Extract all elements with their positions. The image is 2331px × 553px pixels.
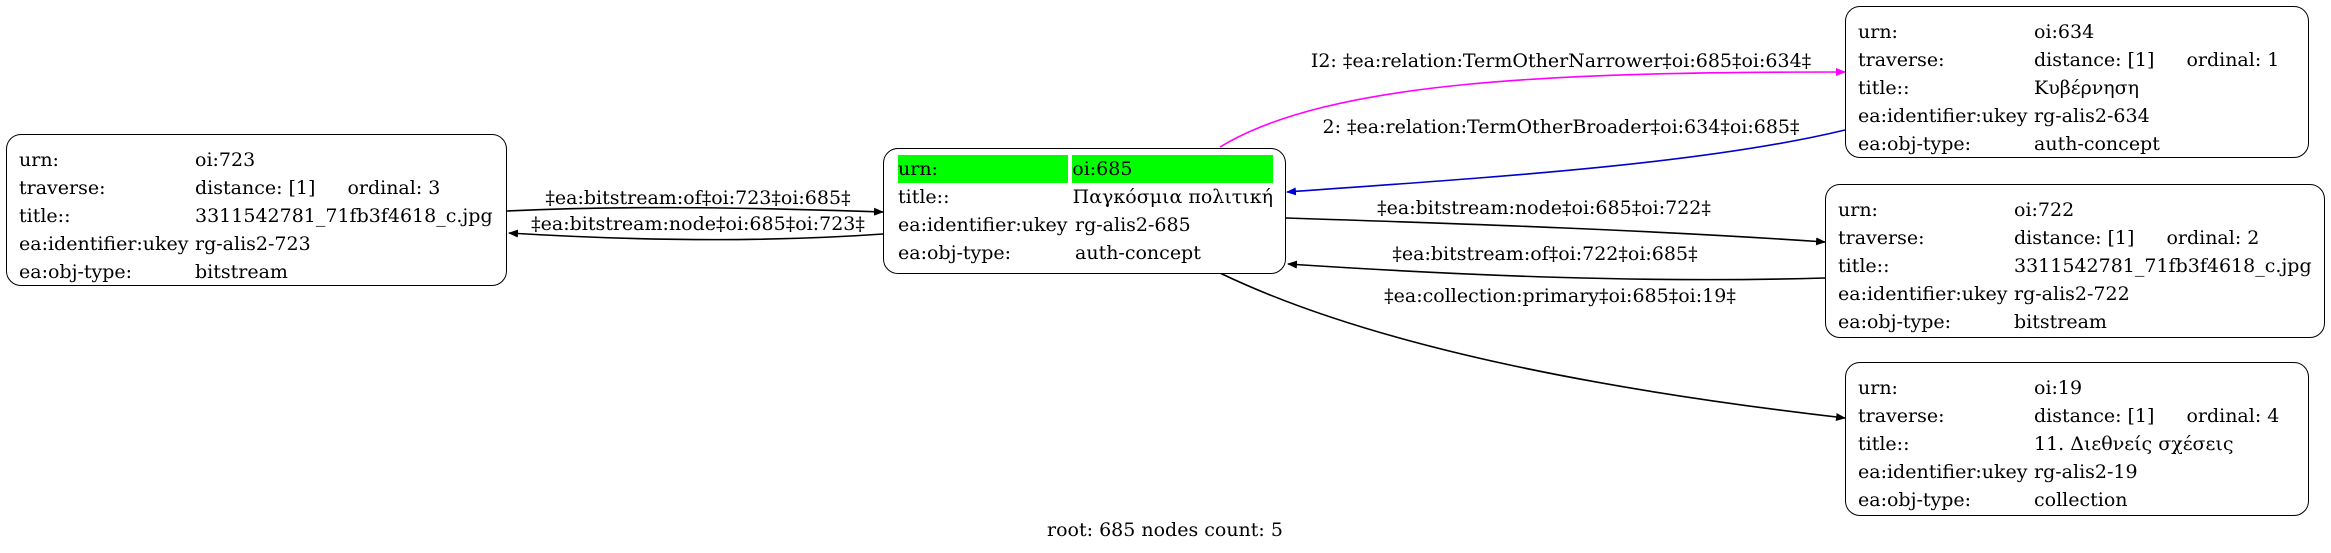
edge-label-node-685-722: ‡ea:bitstream:node‡oi:685‡oi:722‡ <box>1377 197 1711 219</box>
node-field-type: ea:obj-type:bitstream <box>19 261 288 283</box>
node-oi-723[interactable]: urn:oi:723 traverse:distance: [1]ordinal… <box>6 134 507 286</box>
node-field-urn: urn:oi:685 <box>898 155 1273 183</box>
node-field-title: title::3311542781_71fb3f4618_c.jpg <box>1838 255 2312 277</box>
edge-label-broader: 2: ‡ea:relation:TermOtherBroader‡oi:634‡… <box>1322 116 1800 138</box>
node-oi-685-root[interactable]: urn:oi:685 title::Παγκόσμια πολιτική ea:… <box>883 148 1286 274</box>
edge-node-685-723 <box>508 229 884 241</box>
node-field-title: title::3311542781_71fb3f4618_c.jpg <box>19 205 493 227</box>
node-field-title: title::Κυβέρνηση <box>1858 77 2140 99</box>
edge-label-of-722-685: ‡ea:bitstream:of‡oi:722‡oi:685‡ <box>1392 243 1698 265</box>
edge-of-722-685 <box>1287 260 1826 281</box>
graph-footer: root: 685 nodes count: 5 <box>1047 519 1283 541</box>
edge-node-685-722 <box>1285 217 1826 246</box>
node-field-urn: urn:oi:19 <box>1858 377 2083 399</box>
node-field-type: ea:obj-type:collection <box>1858 489 2128 511</box>
node-oi-634[interactable]: urn:oi:634 traverse:distance: [1]ordinal… <box>1845 6 2309 158</box>
ordinal-value: ordinal: 4 <box>2186 405 2280 427</box>
edge-broader-634-685 <box>1286 129 1846 196</box>
node-field-type: ea:obj-type:auth-concept <box>898 242 1201 264</box>
edge-narrower-685-634 <box>1219 68 1846 148</box>
edge-label-narrower: I2: ‡ea:relation:TermOtherNarrower‡oi:68… <box>1310 50 1812 72</box>
ordinal-value: ordinal: 2 <box>2166 227 2260 249</box>
ordinal-value: ordinal: 3 <box>347 177 441 199</box>
distance-value: distance: [1] <box>195 177 316 199</box>
edge-label-of-723-685: ‡ea:bitstream:of‡oi:723‡oi:685‡ <box>545 187 851 209</box>
node-oi-19[interactable]: urn:oi:19 traverse:distance: [1]ordinal:… <box>1845 362 2309 516</box>
node-field-urn: urn:oi:722 <box>1838 199 2075 221</box>
node-field-traverse: traverse:distance: [1]ordinal: 4 <box>1858 405 2280 427</box>
ordinal-value: ordinal: 1 <box>2186 49 2280 71</box>
node-field-traverse: traverse:distance: [1]ordinal: 2 <box>1838 227 2260 249</box>
node-field-title: title::11. Διεθνείς σχέσεις <box>1858 433 2234 455</box>
node-field-urn: urn:oi:634 <box>1858 21 2095 43</box>
edge-label-node-685-723: ‡ea:bitstream:node‡oi:685‡oi:723‡ <box>531 213 865 235</box>
edge-label-primary-685-19: ‡ea:collection:primary‡oi:685‡oi:19‡ <box>1384 285 1736 307</box>
node-field-traverse: traverse:distance: [1]ordinal: 1 <box>1858 49 2280 71</box>
distance-value: distance: [1] <box>2014 227 2135 249</box>
node-oi-722[interactable]: urn:oi:722 traverse:distance: [1]ordinal… <box>1825 184 2325 338</box>
node-field-type: ea:obj-type:bitstream <box>1838 311 2107 333</box>
node-field-type: ea:obj-type:auth-concept <box>1858 133 2160 155</box>
distance-value: distance: [1] <box>2034 405 2155 427</box>
edge-of-723-685 <box>506 206 884 216</box>
distance-value: distance: [1] <box>2034 49 2155 71</box>
node-field-title: title::Παγκόσμια πολιτική <box>898 186 1273 208</box>
node-field-traverse: traverse:distance: [1]ordinal: 3 <box>19 177 441 199</box>
node-field-urn: urn:oi:723 <box>19 149 256 171</box>
edge-primary-685-19 <box>1219 272 1846 421</box>
